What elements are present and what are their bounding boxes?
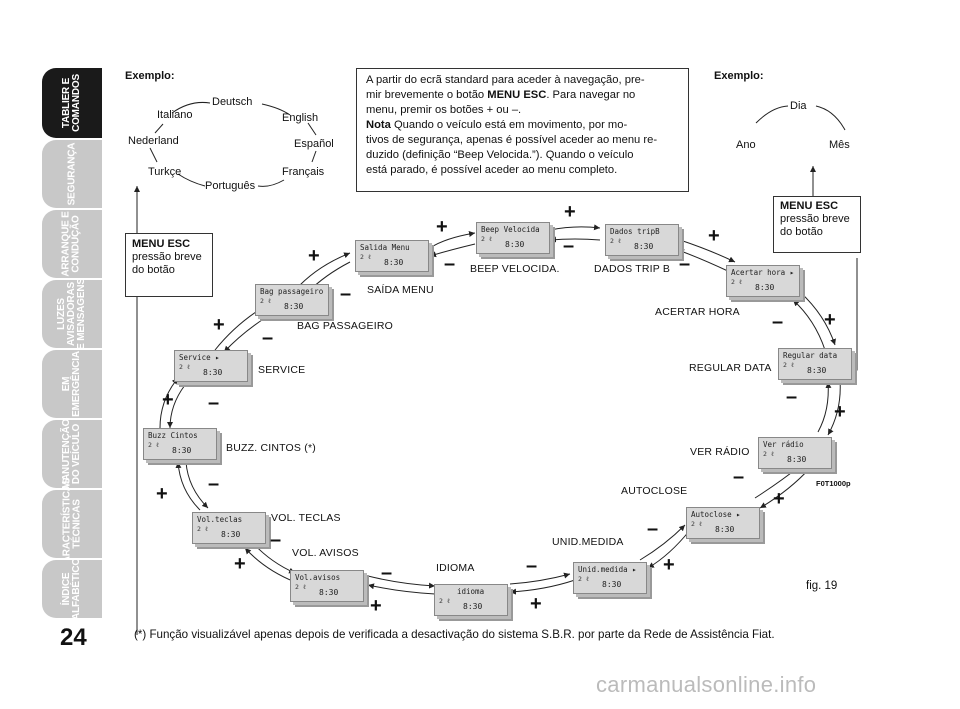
language-english: English <box>282 112 319 124</box>
minus-sign: – <box>208 473 220 495</box>
language-deutsch: Deutsch <box>212 96 253 108</box>
minus-sign: – <box>526 555 538 577</box>
label-bag-passageiro: BAG PASSAGEIRO <box>297 320 393 332</box>
sidebar-tab-arranque[interactable]: ARRANQUE E CONDUÇÃO <box>42 210 102 278</box>
minus-sign: – <box>381 562 393 584</box>
minus-sign: – <box>340 283 352 305</box>
plus-sign: + <box>234 553 246 575</box>
date-item-dia: Dia <box>790 100 807 112</box>
plus-sign: + <box>834 401 846 423</box>
label-vol-avisos: VOL. AVISOS <box>292 547 359 559</box>
sidebar-tab-seguranca[interactable]: SEGURANÇA <box>42 140 102 208</box>
plus-sign: + <box>708 225 720 247</box>
plus-sign: + <box>824 309 836 331</box>
minus-sign: – <box>270 529 282 551</box>
plus-sign: + <box>162 389 174 411</box>
plus-sign: + <box>530 593 542 615</box>
footnote: (*) Função visualizável apenas depois de… <box>134 628 775 641</box>
language-italiano: Italiano <box>157 109 193 121</box>
date-item-ano: Ano <box>736 139 756 151</box>
info-box: A partir do ecrã standard para aceder à … <box>356 68 689 192</box>
label-idioma: IDIOMA <box>436 562 475 574</box>
plus-sign: + <box>436 216 448 238</box>
label-vol-teclas: VOL. TECLAS <box>271 512 341 524</box>
menu-esc-right-box: MENU ESC pressão breve do botão <box>773 196 861 253</box>
sidebar-tab-emergencia[interactable]: EM EMERGÊNCIA <box>42 350 102 418</box>
plus-sign: + <box>773 488 785 510</box>
language-turkce: Turkçe <box>148 166 182 178</box>
minus-sign: – <box>444 253 456 275</box>
label-unid-medida: UNID.MEDIDA <box>552 536 624 548</box>
sidebar-tab-manutencao[interactable]: MANUTENÇÃO DO VEÍCULO <box>42 419 102 489</box>
label-buzz-cintos: BUZZ. CINTOS (*) <box>226 442 316 454</box>
label-service: SERVICE <box>258 364 306 376</box>
plus-sign: + <box>564 201 576 223</box>
label-ver-radio: VER RÁDIO <box>690 446 750 458</box>
watermark: carmanualsonline.info <box>596 672 817 697</box>
plus-sign: + <box>663 554 675 576</box>
plus-sign: + <box>370 595 382 617</box>
page-number: 24 <box>60 624 87 651</box>
figure-code: F0T1000p <box>816 479 851 488</box>
figure-caption: fig. 19 <box>806 580 838 592</box>
label-acertar-hora: ACERTAR HORA <box>655 306 740 318</box>
sidebar-tab-caracteristicas[interactable]: CARACTERÍSTICAS TÉCNICAS <box>42 478 102 570</box>
plus-sign: + <box>308 245 320 267</box>
label-dados-trip-b: DADOS TRIP B <box>594 263 671 275</box>
sidebar-tab-luzes[interactable]: LUZES AVISADORAS E MENSAGENS <box>42 278 102 350</box>
left-example-title: Exemplo: <box>125 70 175 82</box>
language-portugues: Português <box>205 180 256 192</box>
minus-sign: – <box>208 392 220 414</box>
sidebar-tab-tablier[interactable]: TABLIER E COMANDOS <box>42 68 102 138</box>
minus-sign: – <box>679 253 691 275</box>
right-example-title: Exemplo: <box>714 70 764 82</box>
language-francais: Français <box>282 166 325 178</box>
minus-sign: – <box>772 311 784 333</box>
language-espanol: Español <box>294 138 334 150</box>
minus-sign: – <box>786 386 798 408</box>
plus-sign: + <box>156 483 168 505</box>
label-saida-menu: SAÍDA MENU <box>367 284 434 296</box>
minus-sign: – <box>733 466 745 488</box>
language-nederland: Nederland <box>128 135 179 147</box>
label-autoclose: AUTOCLOSE <box>621 485 688 497</box>
minus-sign: – <box>262 327 274 349</box>
minus-sign: – <box>647 518 659 540</box>
minus-sign: – <box>563 235 575 257</box>
label-regular-data: REGULAR DATA <box>689 362 772 374</box>
label-beep-velocida: BEEP VELOCIDA. <box>470 263 560 275</box>
menu-esc-left-box: MENU ESC pressão breve do botão <box>125 233 213 297</box>
date-item-mes: Mês <box>829 139 850 151</box>
sidebar-tab-indice[interactable]: ÍNDICE ALFABÉTICO <box>42 558 102 620</box>
plus-sign: + <box>213 314 225 336</box>
